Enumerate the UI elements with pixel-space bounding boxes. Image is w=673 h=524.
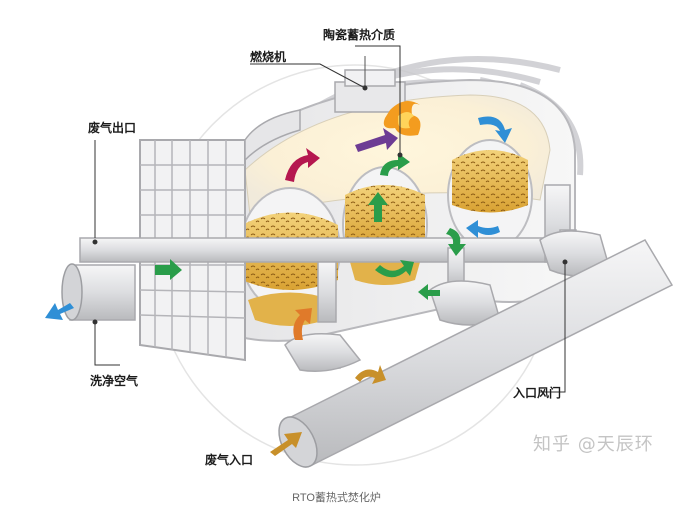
flow-arrow-gold-1 (355, 365, 386, 384)
inlet-elbows (284, 230, 611, 372)
flow-arrow-blue-top (478, 116, 512, 143)
flow-arrow-green-low (375, 260, 414, 278)
flow-arrow-red (285, 148, 320, 182)
regenerator-chamber-right (447, 139, 533, 251)
flow-arrow-green-up (368, 192, 388, 222)
label-burner: 燃烧机 (250, 50, 287, 64)
flow-arrow-green-bottom (418, 284, 440, 300)
label-clean-air: 洗净空气 (90, 374, 139, 388)
flow-arrow-green-right (446, 228, 466, 256)
flow-arrow-blue-outlet (45, 303, 74, 320)
flow-arrow-blue-right (466, 220, 500, 238)
flow-arrows (45, 116, 512, 456)
flow-arrow-green-curve (380, 153, 410, 176)
label-inlet-fan: 入口风门 (513, 386, 562, 400)
flow-arrow-purple (355, 128, 398, 152)
watermark: 知乎 @天辰环 (533, 434, 654, 455)
flame-icon (383, 101, 421, 136)
callout-lines (92, 45, 568, 393)
flow-arrow-green-duct (155, 259, 182, 280)
regenerator-chamber-middle (342, 166, 428, 285)
label-ceramic-media: 陶瓷蓄热介质 (323, 28, 396, 42)
burner (334, 56, 406, 113)
label-exhaust-inlet: 废气入口 (205, 453, 254, 467)
label-exhaust-outlet: 废气出口 (88, 121, 137, 135)
figure-caption: RTO蓄热式焚化炉 (292, 492, 381, 504)
flow-arrow-orange (293, 308, 312, 340)
flow-arrow-gold-2 (270, 432, 302, 456)
